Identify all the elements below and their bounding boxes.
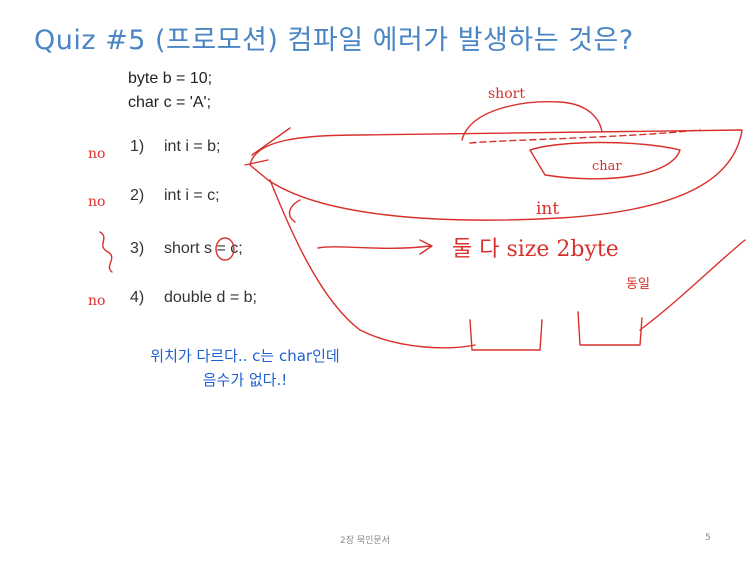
label-short: short: [488, 86, 525, 102]
arrow-line: [317, 239, 433, 255]
footer-text: 2장 묵인문서: [340, 536, 390, 546]
option-number: 2): [130, 187, 145, 204]
sweep-line: [269, 179, 476, 349]
option-4: 4) double d = b;: [130, 289, 257, 307]
slide-title: Quiz #5 (프로모션) 컴파일 에러가 발생하는 것은?: [34, 25, 634, 56]
mark-no-2: no: [88, 194, 105, 210]
option-code: double d = b;: [164, 289, 257, 306]
annotation-note-line1: 위치가 다르다.. c는 char인데: [150, 347, 340, 365]
leg-line: [639, 239, 746, 331]
declaration-char: char c = 'A';: [128, 94, 212, 111]
option-1: 1) int i = b;: [130, 138, 220, 156]
declaration-byte: byte b = 10;: [128, 70, 213, 87]
size-note: 둘 다 size 2byte: [452, 237, 619, 262]
leg-left: [469, 319, 543, 351]
pointer-curl: [288, 199, 301, 223]
range-line: [469, 129, 701, 144]
int-range-ellipse: [249, 129, 743, 221]
option-3: 3) short s = c;: [130, 240, 243, 258]
arrow-stroke: [244, 127, 291, 166]
mark-no-4: no: [88, 293, 105, 309]
squiggle-mark: [99, 231, 113, 273]
option-2: 2) int i = c;: [130, 187, 220, 205]
option-number: 1): [130, 138, 145, 155]
option-number: 3): [130, 240, 145, 257]
mark-no-1: no: [88, 146, 105, 162]
option-number: 4): [130, 289, 145, 306]
option-code: int i = c;: [164, 187, 220, 204]
option-code: int i = b;: [164, 138, 221, 155]
annotation-note-line2: 음수가 없다.!: [202, 371, 288, 389]
label-int: int: [536, 199, 559, 219]
label-char: char: [592, 159, 622, 174]
option-code: short s = c;: [164, 240, 243, 257]
short-range-arc: [461, 101, 603, 141]
leg-right: [577, 311, 643, 346]
char-range-shape: [529, 141, 681, 180]
same-note: 동일: [626, 277, 650, 292]
page-number: 5: [705, 533, 711, 543]
